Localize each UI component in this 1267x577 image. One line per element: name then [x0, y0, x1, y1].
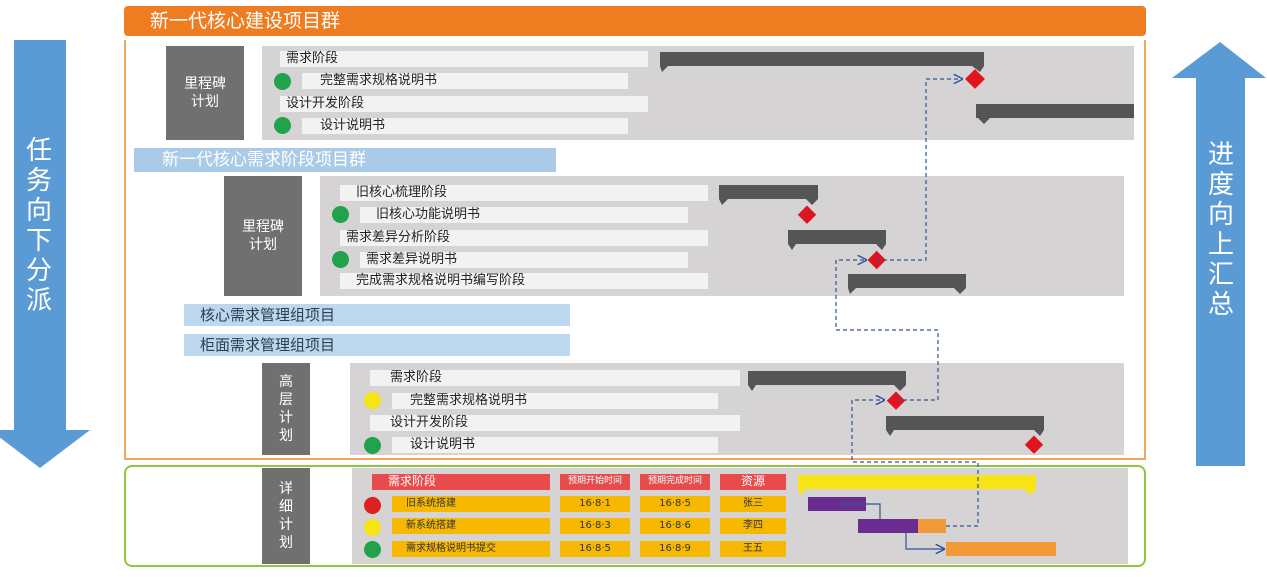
task-row: 设计说明书 [392, 437, 718, 453]
label-char: 计 [279, 517, 293, 533]
status-dot-green [364, 437, 381, 454]
milestone-diamond [965, 69, 985, 89]
dependency-link [851, 400, 979, 527]
label-line: 里程碑 [184, 76, 226, 92]
label-char: 划 [279, 535, 293, 551]
status-dot-yellow [364, 392, 381, 409]
status-dot-green [274, 117, 291, 134]
task-row: 设计开发阶段 [370, 415, 740, 431]
task-row: 旧核心功能说明书 [360, 207, 688, 223]
detail-summary-bar [798, 475, 1036, 495]
status-dot-green [364, 541, 381, 558]
task-row: 完成需求规格说明书编写阶段 [340, 273, 708, 289]
summary-bar [788, 230, 886, 250]
header-end: 预期完成时间 [640, 474, 710, 490]
label-line: 里程碑 [242, 219, 284, 235]
header-resource: 资源 [720, 474, 786, 490]
task-row: 完整需求规格说明书 [302, 73, 628, 89]
label-line: 计划 [191, 94, 219, 110]
detail-resource: 王五 [720, 541, 786, 557]
detail-task: 需求规格说明书提交 [392, 541, 550, 557]
subprogram-band: 新一代核心需求阶段项目群 [134, 148, 556, 172]
milestone-diamond [1024, 435, 1044, 454]
task-row: 需求阶段 [280, 51, 648, 67]
summary-bar [660, 52, 984, 72]
status-dot-green [332, 206, 349, 223]
label-char: 详 [279, 481, 293, 497]
left-arrow-char: 向 [25, 196, 52, 226]
left-arrow-char: 任 [25, 136, 52, 166]
status-dot-red [364, 497, 381, 514]
right-arrow-char: 向 [1207, 200, 1234, 230]
task-bar-purple [808, 497, 866, 511]
detail-start: 16·8·1 [560, 496, 630, 512]
right-arrow-char: 度 [1207, 170, 1234, 200]
milestone-label-1: 里程碑计划 [166, 46, 244, 140]
detail-end: 16·8·9 [640, 541, 710, 557]
detail-start: 16·8·5 [560, 541, 630, 557]
status-dot-yellow [364, 519, 381, 536]
up-arrow-shape [1172, 42, 1266, 466]
label-char: 细 [279, 499, 293, 515]
detail-task: 旧系统搭建 [392, 496, 550, 512]
milestone-label-2: 里程碑计划 [224, 176, 302, 296]
left-arrow-char: 务 [25, 166, 52, 196]
task-bar-orange [918, 519, 946, 533]
label-char: 高 [279, 374, 293, 390]
link-arrow [905, 533, 944, 549]
task-row: 需求阶段 [370, 370, 740, 386]
task-row: 设计说明书 [302, 118, 628, 134]
high-level-label: 高 层 计 划 [262, 363, 310, 455]
label-char: 计 [279, 410, 293, 426]
task-row: 需求差异说明书 [360, 252, 688, 268]
header-start: 预期开始时间 [560, 474, 630, 490]
task-row: 需求差异分析阶段 [340, 230, 708, 246]
detail-resource: 李四 [720, 518, 786, 534]
label-char: 层 [279, 392, 293, 408]
task-row: 设计开发阶段 [280, 96, 648, 112]
summary-bar [748, 371, 906, 391]
right-arrow-char: 进 [1207, 140, 1234, 170]
milestone-diamond [797, 205, 817, 224]
status-dot-green [332, 251, 349, 268]
task-bar-orange [946, 542, 1056, 556]
detail-frame [124, 465, 1146, 567]
dependency-link [835, 260, 939, 401]
right-arrow-label: 进 度 向 上 汇 总 [1206, 140, 1236, 320]
right-arrow-char: 上 [1207, 230, 1234, 260]
detail-end: 16·8·5 [640, 496, 710, 512]
subgroup-band: 柜面需求管理组项目 [184, 334, 570, 356]
detail-start: 16·8·3 [560, 518, 630, 534]
task-bar-purple [858, 519, 918, 533]
task-row: 完整需求规格说明书 [392, 393, 718, 409]
program-frame [124, 40, 1146, 460]
summary-bar [848, 274, 966, 294]
status-dot-green [274, 73, 291, 90]
down-arrow-shape [0, 40, 90, 468]
detail-resource: 张三 [720, 496, 786, 512]
left-arrow-char: 下 [25, 226, 52, 256]
milestone-diamond [886, 391, 906, 410]
detail-end: 16·8·6 [640, 518, 710, 534]
task-row: 旧核心梳理阶段 [340, 185, 708, 201]
label-char: 划 [279, 428, 293, 444]
right-arrow-char: 总 [1207, 290, 1234, 320]
top-title: 新一代核心建设项目群 [124, 6, 1146, 36]
header-task: 需求阶段 [372, 474, 550, 490]
detail-label: 详 细 计 划 [262, 468, 310, 564]
summary-bar [886, 416, 1044, 436]
summary-bar [976, 104, 1134, 124]
left-arrow-label: 任 务 向 下 分 派 [24, 136, 54, 316]
right-arrow-char: 汇 [1207, 260, 1234, 290]
label-line: 计划 [249, 237, 277, 253]
left-arrow-char: 派 [25, 286, 52, 316]
summary-bar [719, 185, 818, 205]
left-arrow-char: 分 [25, 256, 52, 286]
detail-task: 新系统搭建 [392, 518, 550, 534]
link-line [838, 503, 881, 519]
subgroup-band: 核心需求管理组项目 [184, 304, 570, 326]
dependency-link [876, 79, 962, 261]
